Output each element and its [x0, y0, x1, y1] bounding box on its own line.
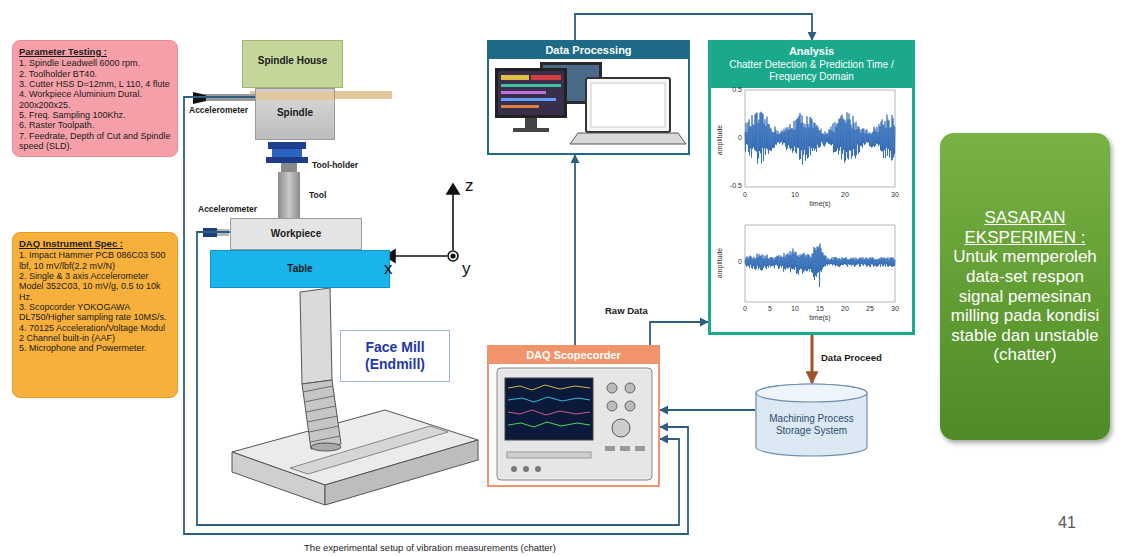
label-text: 0 [738, 134, 742, 141]
node-text: Parameter Testing : [19, 46, 171, 57]
label-text: 0 [738, 258, 742, 265]
node-text: DAQ Scopecorder [489, 347, 658, 364]
spindle-house: Spindle House [242, 40, 343, 88]
label-text: Accelerometer [189, 105, 248, 115]
label-text: amplitude [716, 125, 723, 155]
node-text: 4. Workpiece Aluminium Dural. 200x200x25… [19, 89, 171, 110]
connector [574, 155, 576, 345]
label-text: y [462, 259, 471, 279]
label-text: 20 [841, 191, 849, 198]
panel-header: AnalysisChatter Detection & Prediction T… [711, 43, 912, 88]
label-text: Accelerometer [198, 204, 257, 214]
node-text: Spindle [277, 107, 313, 139]
spec-box: DAQ Instrument Spec :1. Impact Hammer PC… [12, 232, 178, 398]
label-text: 5 [768, 305, 772, 312]
node-text: Chatter Detection & Prediction Time / Fr… [715, 59, 908, 83]
processing-panel: Data Processing [487, 40, 690, 155]
node-text: 3. Scopcorder YOKOGAWA DL750/Higher samp… [19, 302, 171, 323]
label-text: time(s) [809, 200, 830, 207]
node-text: Analysis [715, 45, 908, 59]
label-text: 10 [791, 305, 799, 312]
connector [811, 335, 814, 383]
edge-label: Raw Data [603, 305, 650, 316]
edge-label: Data Proceed [819, 352, 884, 363]
axes [385, 184, 459, 262]
signal-plots [745, 90, 895, 302]
label-text: 15 [816, 305, 824, 312]
node-text: 1. Impact Hammer PCB 086C03 500 lbf, 10 … [19, 250, 171, 271]
label-text: 0 [743, 191, 747, 198]
connector [197, 232, 679, 525]
node-text: 2. Single & 3 axis Accelerometer Model 3… [19, 271, 171, 302]
connector [650, 322, 708, 345]
label-text: 0 [743, 305, 747, 312]
node-text: Machining Process Storage System [761, 413, 862, 437]
tool-holder-drawing [266, 142, 308, 172]
signal-trace [745, 112, 895, 165]
node-text: Workpiece [271, 228, 321, 240]
label-text: Tool [309, 190, 326, 200]
node-text: DAQ Instrument Spec : [19, 238, 171, 249]
node-text: 4. 70125 Acceleration/Voltage Modul 2 Ch… [19, 323, 171, 344]
node-text: SASARAN EKSPERIMEN : [950, 208, 1100, 247]
label-text: 10 [791, 191, 799, 198]
table-box: Table [210, 250, 390, 288]
tool-drawing [278, 172, 300, 218]
label-text: -0.5 [730, 182, 742, 189]
workpiece-box: Workpiece [230, 218, 362, 250]
label-text: z [465, 176, 474, 196]
storage-cylinder: Machining Process Storage System [755, 383, 868, 457]
node-text: Table [287, 263, 312, 275]
node-text: 1. Spindle Leadwell 6000 rpm. [19, 58, 171, 68]
label-text: 41 [1058, 514, 1076, 532]
label-text: 25 [866, 305, 874, 312]
face-mill-drawing [232, 288, 478, 505]
connector [660, 409, 755, 411]
goal-box: SASARAN EKSPERIMEN :Untuk memperoleh dat… [940, 133, 1110, 440]
scopecorder-panel: DAQ Scopecorder [487, 345, 660, 487]
spindle-body: Spindle [255, 88, 335, 140]
label-text: Tool-holder [312, 160, 358, 170]
label-text: x [384, 259, 393, 279]
node-text: 5. Microphone and Powermeter. [19, 343, 171, 353]
node-text: 7. Feedrate, Depth of Cut and Spindle sp… [19, 131, 171, 152]
signal-trace [745, 244, 895, 287]
node-text: Spindle House [258, 55, 327, 67]
node-text: 3. Cutter HSS D=12mm, L 110, 4 flute [19, 79, 171, 89]
label-text: 30 [891, 191, 899, 198]
label-text: 20 [841, 305, 849, 312]
node-text: Face Mill (Endmill) [345, 339, 445, 373]
label-text: 0.5 [732, 86, 742, 93]
node-text: Data Processing [489, 42, 688, 59]
parameter-box: Parameter Testing :1. Spindle Leadwell 6… [12, 40, 178, 157]
computer-drawing [495, 62, 686, 144]
connector [575, 14, 812, 40]
label-text: time(s) [809, 314, 830, 321]
node-text: Untuk memperoleh data-set respon signal … [950, 247, 1100, 364]
caption: The experimental setup of vibration meas… [304, 542, 556, 553]
label-text: 30 [891, 305, 899, 312]
node-text: 6. Raster Toolpath. [19, 120, 171, 130]
node-text: 5. Freq. Sampling 100Khz. [19, 110, 171, 120]
scopecorder-drawing [497, 368, 652, 480]
node-text: 2. Toolholder BT40. [19, 69, 171, 79]
label-text: amplitude [716, 248, 723, 278]
connector [184, 97, 688, 534]
face-mill-box: Face Mill (Endmill) [340, 330, 450, 382]
